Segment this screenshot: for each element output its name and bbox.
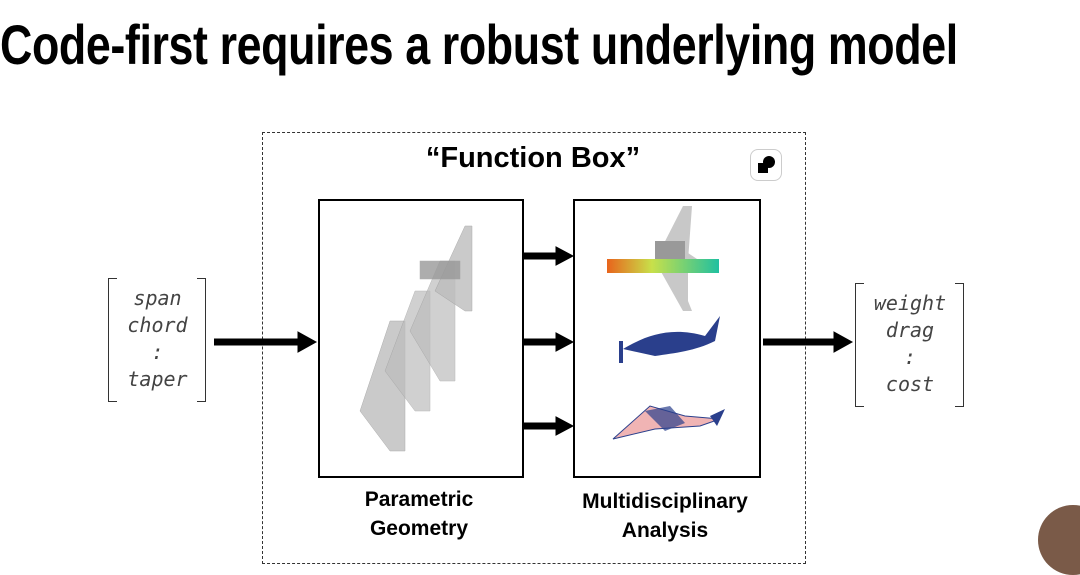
multidisciplinary-analysis-panel xyxy=(573,199,761,478)
input-item: : xyxy=(151,340,164,364)
aircraft-geometry-sweep-image xyxy=(359,225,473,452)
arrow-input xyxy=(214,331,318,353)
geometry-caption: Parametric Geometry xyxy=(318,485,520,543)
arrow-to-analysis-2 xyxy=(524,332,575,352)
output-item: : xyxy=(903,345,917,369)
output-item: weight xyxy=(873,291,947,315)
arrow-to-analysis-3 xyxy=(524,416,575,436)
parametric-geometry-panel xyxy=(318,199,524,478)
caption-line: Parametric xyxy=(364,488,474,511)
input-bracket-right xyxy=(197,278,206,402)
function-box-title: “Function Box” xyxy=(425,142,641,174)
input-vector: span chord : taper xyxy=(110,285,205,393)
input-item: span xyxy=(133,286,182,310)
output-bracket-right xyxy=(955,283,964,407)
structural-analysis-image xyxy=(607,206,719,311)
input-bracket-left xyxy=(108,278,117,402)
shape-logo-icon xyxy=(750,149,782,181)
aero-mesh-image xyxy=(619,316,720,363)
caption-line: Geometry xyxy=(369,517,469,540)
aerostructural-image xyxy=(612,405,725,440)
arrow-output xyxy=(763,331,854,353)
analysis-images xyxy=(607,206,725,440)
arrows xyxy=(214,246,854,436)
caption-line: Analysis xyxy=(621,519,709,542)
slide-title: Code-first requires a robust underlying … xyxy=(0,13,958,76)
input-item: chord xyxy=(127,313,188,337)
arrow-to-analysis-1 xyxy=(524,246,575,266)
output-bracket-left xyxy=(855,283,864,407)
input-item: taper xyxy=(127,367,188,391)
caption-line: Multidisciplinary xyxy=(582,490,748,513)
output-vector: weight drag : cost xyxy=(858,290,962,398)
output-item: cost xyxy=(885,372,935,396)
output-item: drag xyxy=(885,318,935,342)
analysis-caption: Multidisciplinary Analysis xyxy=(548,487,782,545)
